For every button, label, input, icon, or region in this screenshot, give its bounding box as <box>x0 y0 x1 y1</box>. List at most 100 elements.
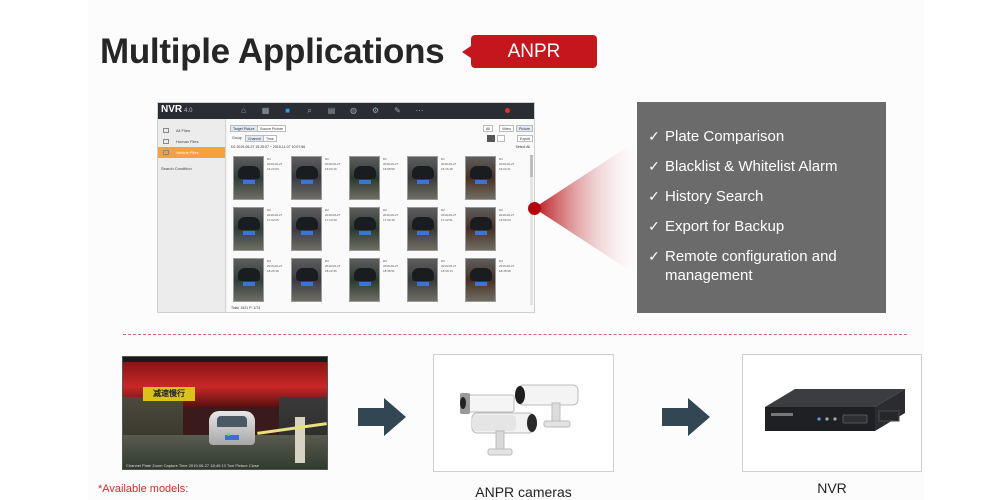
live-view-icon[interactable]: ▦ <box>261 106 270 115</box>
capture-date: 2019-06-27 <box>267 162 283 166</box>
search-icon[interactable]: ⌕ <box>307 106 312 115</box>
capture-ch: D3 <box>499 259 503 263</box>
capture-ch: D3 <box>383 259 387 263</box>
list-view-icon[interactable] <box>497 135 505 142</box>
filter-picture-button[interactable]: Picture <box>516 125 533 132</box>
capture-time: 18:20:19 <box>267 269 279 273</box>
capture-date: 2019-06-27 <box>441 264 457 268</box>
vehicle-capture-image <box>291 207 322 251</box>
export-button[interactable]: Export <box>517 135 534 142</box>
vehicle-capture-image <box>407 258 438 302</box>
capture-time: 16:16:18 <box>441 167 453 171</box>
sidebar-item[interactable]: All Files <box>158 125 225 136</box>
config-icon[interactable]: ◍ <box>350 106 357 115</box>
vehicle-capture-image <box>465 156 496 200</box>
feature-list: ✓Plate Comparison✓Blacklist & Whitelist … <box>637 102 886 313</box>
file-icon[interactable]: ▤ <box>327 106 336 115</box>
sidebar-item[interactable]: Human Files <box>158 136 225 147</box>
group-channel-button[interactable]: Channel <box>245 135 265 142</box>
more-icon[interactable]: ⋯ <box>415 106 424 115</box>
filter-video-button[interactable]: Video <box>499 125 514 132</box>
tab-target-picture[interactable]: Target Picture <box>230 125 258 132</box>
capture-time: 17:22:51 <box>441 218 453 222</box>
feature-label: Export for Backup <box>665 218 785 235</box>
capture-date: 2019-06-27 <box>383 162 399 166</box>
detection-marker-icon <box>227 433 230 436</box>
capture-time: 17:02:05 <box>267 218 279 222</box>
available-models-note: *Available models: <box>98 483 189 495</box>
vehicle-capture-image <box>349 156 380 200</box>
vehicle-capture-image <box>407 207 438 251</box>
capture-time: 17:13:30 <box>325 218 337 222</box>
capture-ch: D2 <box>325 208 329 212</box>
nvr-device-image <box>765 389 905 431</box>
feature-item: ✓Remote configuration and management <box>643 247 876 285</box>
cameras-caption: ANPR cameras <box>475 484 572 500</box>
capture-time: 18:22:46 <box>325 269 337 273</box>
vehicle-capture-image <box>465 258 496 302</box>
capture-ch: D1 <box>499 157 503 161</box>
sidebar-item[interactable]: Vehicle Files <box>158 147 225 158</box>
gear-icon[interactable]: ⚙ <box>371 106 380 115</box>
capture-ch: D3 <box>325 259 329 263</box>
tab-source-picture[interactable]: Source Picture <box>257 125 286 132</box>
checkmark-icon: ✓ <box>648 188 660 204</box>
home-icon[interactable]: ⌂ <box>241 106 246 115</box>
nvr-device-card <box>742 354 922 472</box>
vehicle <box>209 411 255 445</box>
scrollbar[interactable] <box>530 155 533 305</box>
capture-date: 2019-06-27 <box>441 213 457 217</box>
feature-label: Remote configuration and management <box>665 248 837 284</box>
vehicle-capture-image <box>349 258 380 302</box>
vehicle-capture-image <box>233 156 264 200</box>
capture-date: 2019-06-27 <box>383 264 399 268</box>
feature-item: ✓History Search <box>643 187 876 206</box>
vehicle-capture-image <box>233 207 264 251</box>
nvr-main-panel: Target Picture Source Picture Group Chan… <box>227 119 534 312</box>
maintenance-icon[interactable]: ✎ <box>394 106 401 115</box>
group-time-button[interactable]: Time <box>263 135 277 142</box>
feature-item: ✓Blacklist & Whitelist Alarm <box>643 157 876 176</box>
capture-date: 2019-06-27 <box>499 162 515 166</box>
select-all-checkbox[interactable]: Select All <box>515 145 530 149</box>
playback-icon[interactable]: ■ <box>285 106 290 115</box>
filter-all-button[interactable]: All <box>483 125 493 132</box>
capture-date: 2019-06-27 <box>325 162 341 166</box>
grid-view-icon[interactable] <box>487 135 495 142</box>
sidebar-item-label: All Files <box>176 128 191 133</box>
capture-date: 2019-06-27 <box>267 264 283 268</box>
capture-date: 2019-06-27 <box>441 162 457 166</box>
anpr-cameras-card <box>433 354 614 472</box>
capture-ch: D3 <box>267 259 271 263</box>
capture-date: 2019-06-27 <box>499 264 515 268</box>
